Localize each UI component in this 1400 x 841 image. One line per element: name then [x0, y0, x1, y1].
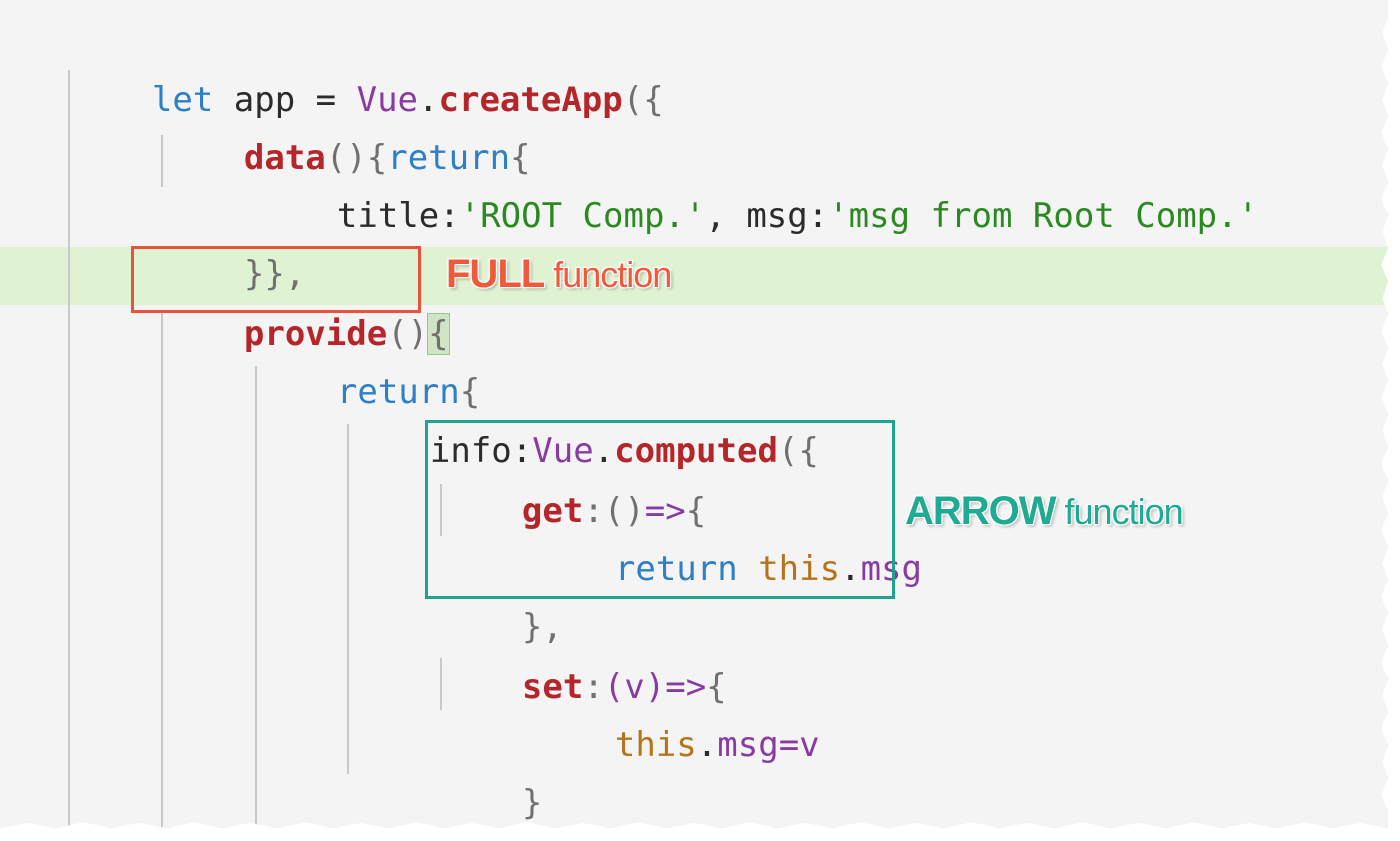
- indent-guide: [161, 310, 163, 828]
- indent-guide: [255, 366, 257, 828]
- code-line-14: }): [348, 774, 471, 828]
- class-name: Vue: [532, 431, 594, 471]
- class-name: Vue: [356, 80, 419, 120]
- code-line-12: this.msg=v: [533, 658, 820, 765]
- function-name: set: [521, 667, 584, 707]
- code-line-10: },: [440, 540, 563, 647]
- function-name: provide: [243, 314, 388, 354]
- code-punct: {: [510, 138, 531, 178]
- code-punct: .: [840, 549, 861, 589]
- code-text: app =: [213, 80, 357, 120]
- code-punct: }},: [243, 254, 306, 294]
- code-punct: .: [593, 431, 615, 471]
- full-function-label: FULL function: [446, 252, 672, 297]
- code-punct: {: [706, 667, 727, 707]
- code-punct: },: [521, 607, 563, 647]
- code-punct: {: [366, 138, 388, 178]
- code-args: (v): [603, 667, 666, 707]
- code-punct: ,: [705, 196, 747, 236]
- indent-guide: [440, 484, 442, 536]
- code-line-1: let app = Vue.createApp({: [70, 13, 664, 120]
- indent-guide: [161, 135, 163, 187]
- arrow-function-label: ARROW function: [905, 489, 1184, 534]
- indent-guide: [68, 70, 70, 828]
- object-key: info:: [429, 431, 533, 471]
- code-line-13: }: [440, 716, 542, 823]
- code-punct: :: [583, 491, 604, 531]
- arrow-operator: =>: [665, 667, 707, 707]
- code-editor: let app = Vue.createApp({ data(){return{…: [0, 0, 1388, 828]
- keyword-let: let: [151, 80, 214, 120]
- object-key: title:: [336, 196, 460, 236]
- keyword-return: return: [387, 138, 511, 178]
- code-punct: (): [387, 314, 429, 354]
- code-punct: ({: [622, 80, 664, 120]
- full-label-strong: FULL: [446, 252, 545, 296]
- property-name: msg: [717, 725, 779, 765]
- indent-guide: [440, 658, 442, 710]
- code-line-8: get:()=>{: [440, 424, 706, 531]
- code-value: v: [799, 725, 820, 765]
- code-line-7: info:Vue.computed({: [348, 364, 819, 471]
- indent-guide: [347, 424, 349, 774]
- function-name: get: [521, 491, 584, 531]
- keyword-return: return: [614, 549, 738, 589]
- arrow-operator: =>: [644, 491, 686, 531]
- current-line-highlight: [0, 247, 1388, 305]
- code-punct: {: [685, 491, 707, 531]
- code-punct: {: [459, 372, 481, 412]
- code-punct: .: [696, 725, 718, 765]
- arrow-label-light: function: [1055, 491, 1184, 532]
- code-line-11: set:(v)=>{: [440, 600, 727, 707]
- full-function-highlight-box: [131, 246, 421, 313]
- code-punct: :: [583, 667, 604, 707]
- object-key: msg:: [746, 196, 829, 236]
- full-label-light: function: [544, 254, 672, 295]
- code-line-5: provide(){: [162, 247, 450, 355]
- string-literal: 'msg from Root Comp.': [828, 196, 1259, 236]
- code-punct: (): [603, 491, 645, 531]
- code-line-4: }},: [162, 187, 305, 294]
- matched-brace: {: [427, 313, 450, 355]
- code-punct: (): [325, 138, 367, 178]
- function-name: data: [243, 138, 326, 178]
- code-punct: }: [521, 783, 543, 823]
- code-line-3: title:'ROOT Comp.', msg:'msg from Root C…: [255, 129, 1258, 236]
- keyword-this: this: [758, 549, 841, 589]
- string-literal: 'ROOT Comp.': [459, 196, 706, 236]
- code-punct: .: [418, 80, 439, 120]
- code-line-2: data(){return{: [162, 71, 531, 178]
- arrow-label-strong: ARROW: [905, 489, 1057, 533]
- keyword-return: return: [336, 372, 460, 412]
- property-name: msg: [860, 549, 922, 589]
- arrow-function-highlight-box: [425, 420, 895, 599]
- code-punct: ({: [777, 431, 819, 471]
- code-line-9: return this.msg: [533, 482, 922, 589]
- function-name: computed: [614, 431, 778, 471]
- code-operator: =: [778, 725, 800, 765]
- code-line-6: return{: [255, 305, 480, 412]
- function-name: createApp: [438, 80, 623, 120]
- keyword-this: this: [614, 725, 697, 765]
